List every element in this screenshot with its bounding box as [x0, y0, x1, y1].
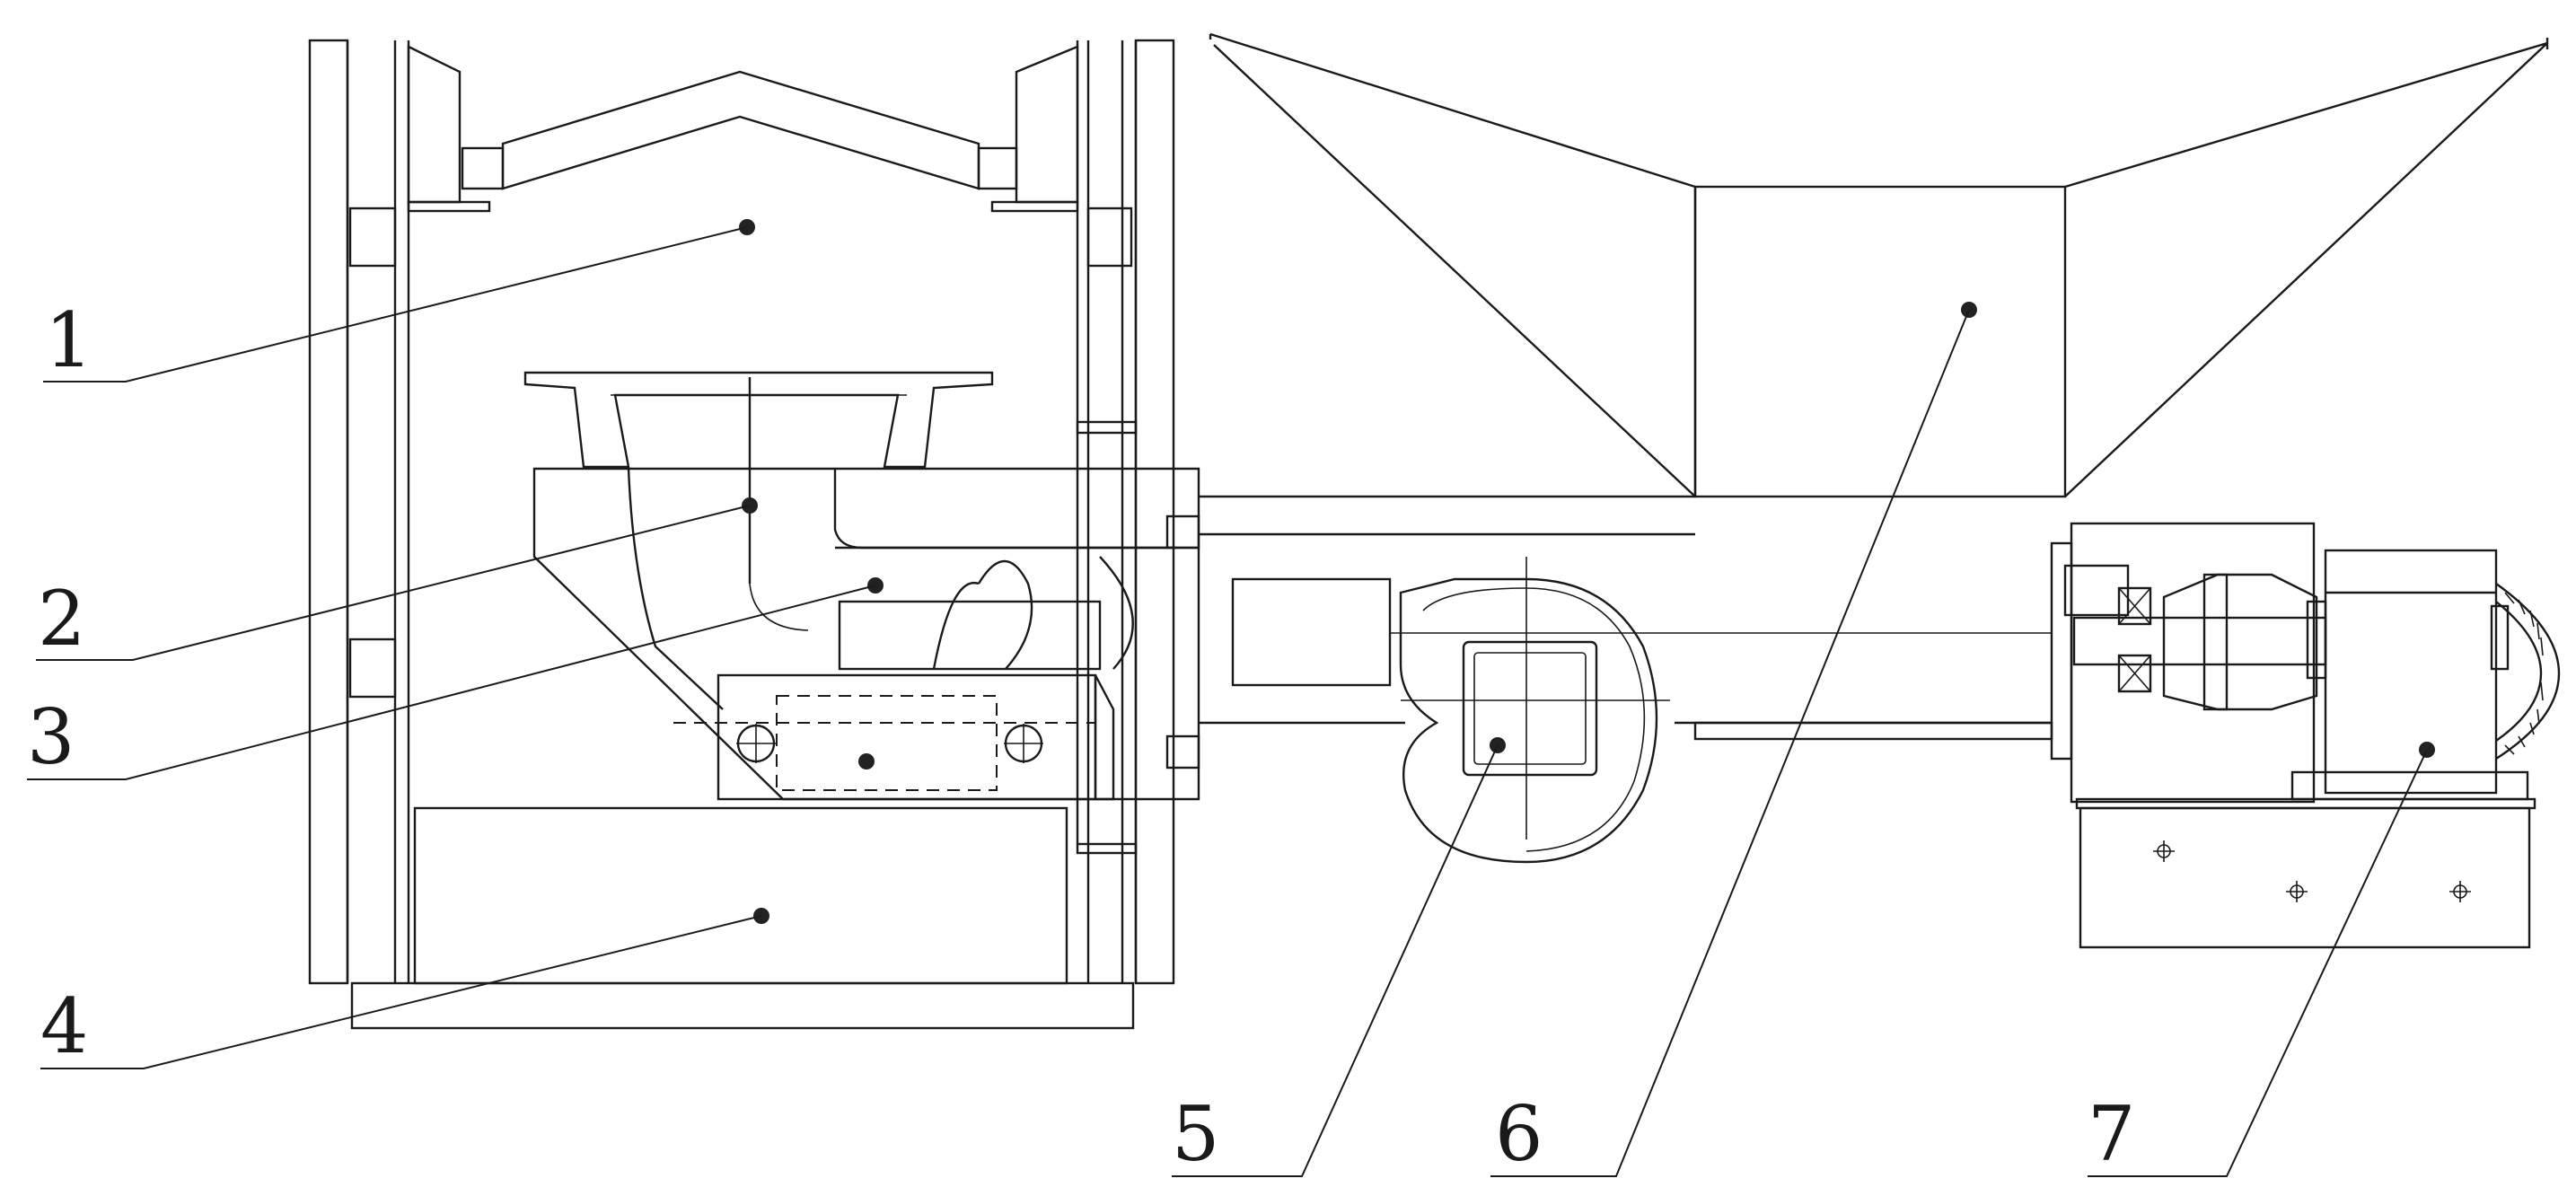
coupling: [2162, 573, 2318, 711]
hopper-body: [1693, 185, 2067, 498]
motor-foundation: [2079, 806, 2531, 949]
motor-housing: [2324, 549, 2498, 795]
callout-numbers: 1 2 3 4 5 6 7: [27, 296, 2135, 1178]
left-insulation-wall: [308, 39, 349, 985]
callout-2: 2: [38, 575, 85, 663]
callout-5: 5: [1172, 1090, 1219, 1178]
left-roof-block: [407, 45, 462, 204]
fan-duct: [1199, 532, 2053, 864]
burner-ring: [523, 371, 994, 469]
fuel-hopper: [1199, 32, 2549, 498]
right-insulation-wall: [1134, 39, 1175, 985]
ash-box: [413, 806, 1068, 985]
callout-leaders: [27, 219, 2435, 1177]
callout-1: 1: [45, 296, 92, 384]
right-roof-block: [1015, 45, 1079, 204]
callout-4: 4: [40, 982, 88, 1070]
callout-6: 6: [1495, 1090, 1543, 1178]
motor-drive: [2050, 522, 2561, 949]
screw-conveyor: [838, 600, 1102, 671]
blower-volute: [1399, 577, 1658, 864]
anchor-bolts: [2153, 840, 2471, 902]
fan-inlet: [1462, 640, 1598, 777]
callout-7: 7: [2088, 1090, 2135, 1178]
feeder-box: [717, 673, 1097, 801]
bearing-block: [2117, 586, 2152, 626]
central-roof: [501, 70, 980, 190]
callout-3: 3: [27, 693, 75, 781]
furnace-shaft: [308, 39, 1175, 1030]
burner-assembly: [523, 371, 1200, 801]
